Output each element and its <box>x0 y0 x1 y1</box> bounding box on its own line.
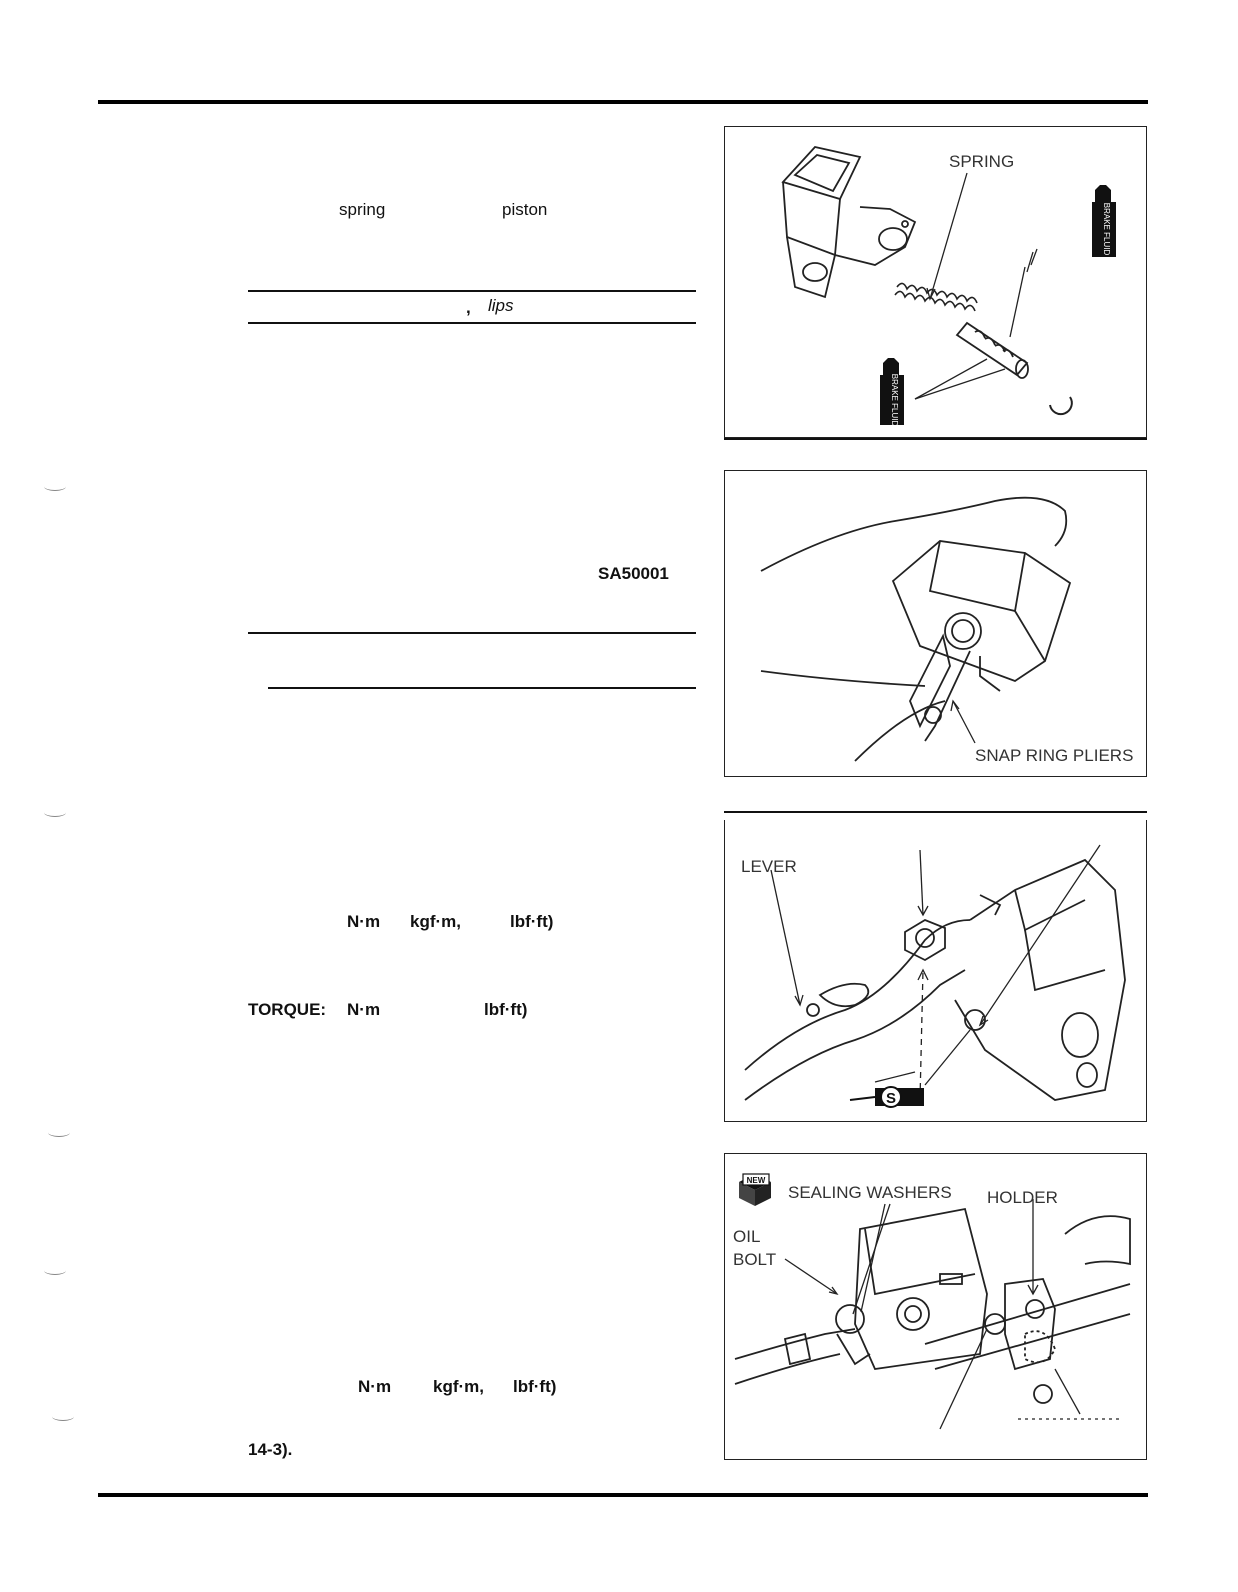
figure-lever-drawing: S LEVER <box>741 844 1126 1108</box>
text-lbfft-2: lbf·ft) <box>484 1000 528 1019</box>
text-lbfft-1: lbf·ft) <box>510 912 554 931</box>
label-lever: LEVER <box>741 857 797 876</box>
label-snap-ring-pliers: SNAP RING PLIERS <box>975 746 1133 765</box>
figure-piston-spring: BRAKE FLUID BRAKE FLUID SPRING <box>724 126 1147 438</box>
label-oil: OIL <box>733 1227 760 1246</box>
figure-holder-drawing: NEW SEALING WASHERS HOLDER OIL BOLT <box>733 1173 1131 1430</box>
text-lbfft-3: lbf·ft) <box>513 1377 557 1396</box>
text-kgfm-3: kgf·m, <box>433 1377 484 1396</box>
text-lips-comma: , <box>466 298 471 317</box>
margin-tick <box>52 1412 74 1421</box>
text-code: SA50001 <box>598 564 669 583</box>
figure-snap-ring-pliers: SNAP RING PLIERS <box>724 470 1147 777</box>
text-lips: lips <box>488 296 514 315</box>
label-spring: SPRING <box>949 152 1014 171</box>
text-torque: TORQUE: <box>248 1000 327 1019</box>
figure-separator-1 <box>724 438 1147 440</box>
margin-tick <box>44 808 66 817</box>
text-piston: piston <box>502 200 548 219</box>
text-nm-3: N·m <box>358 1377 392 1396</box>
label-bolt: BOLT <box>733 1250 776 1269</box>
margin-tick <box>44 1266 66 1275</box>
text-nm-2: N·m <box>347 1000 381 1019</box>
bottom-rule <box>98 1493 1148 1497</box>
figure-holder: NEW SEALING WASHERS HOLDER OIL BOLT <box>724 1153 1147 1460</box>
figure-piston-spring-drawing: BRAKE FLUID BRAKE FLUID SPRING <box>781 146 1116 426</box>
brake-fluid-label-top: BRAKE FLUID <box>1102 203 1111 256</box>
label-holder: HOLDER <box>987 1188 1058 1207</box>
text-nm-1: N·m <box>347 912 381 931</box>
caution-rule-bottom <box>248 322 696 324</box>
text-ref: 14-3). <box>248 1440 293 1459</box>
margin-tick <box>44 482 66 491</box>
brake-fluid-bottle-top: BRAKE FLUID <box>1092 185 1116 257</box>
top-rule <box>98 100 1148 104</box>
label-sealing-washers: SEALING WASHERS <box>788 1183 952 1202</box>
figure-snap-ring-pliers-drawing: SNAP RING PLIERS <box>760 496 1133 765</box>
figure-separator-2 <box>724 811 1147 813</box>
brake-fluid-label-bottom: BRAKE FLUID <box>890 374 899 427</box>
brake-fluid-bottle-bottom: BRAKE FLUID <box>880 358 904 426</box>
new-part-label: NEW <box>747 1176 766 1185</box>
margin-tick <box>48 1128 70 1137</box>
new-part-icon: NEW <box>739 1173 771 1206</box>
text-kgfm-1: kgf·m, <box>410 912 461 931</box>
grease-tube-icon: S <box>849 1086 924 1108</box>
note-rule-top <box>248 632 696 634</box>
grease-symbol: S <box>886 1090 896 1107</box>
caution-rule-top <box>248 290 696 292</box>
text-spring: spring <box>339 200 386 219</box>
note-rule-bottom <box>268 687 696 689</box>
figure-lever: S LEVER <box>724 820 1147 1122</box>
